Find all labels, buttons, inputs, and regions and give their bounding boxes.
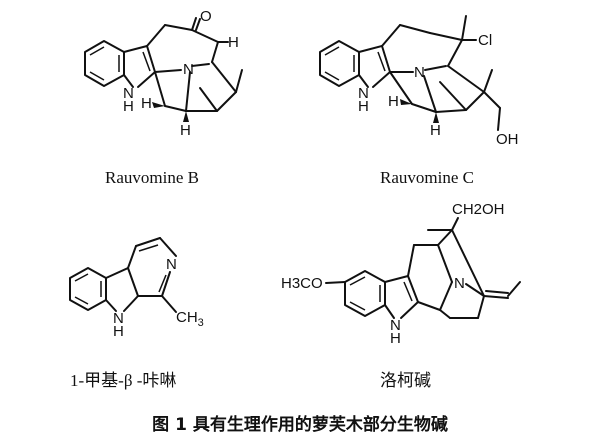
figure-caption: 图 1 具有生理作用的萝芙木部分生物碱 [152,415,448,435]
rauvomine-c-indole-n: N [358,85,369,102]
lochnericine-indole-h: H [390,330,401,347]
lochnericine-methoxy: H3CO [281,275,323,292]
rauvomine-b-h-top: H [228,34,239,51]
carboline-methyl-subscript: 3 [198,317,204,329]
rauvomine-b-indole-h: H [123,98,134,115]
molecule-lochnericine: H3CO CH2OH N N H [281,201,521,347]
rauvomine-b-bridge-n: N [183,61,194,78]
rauvomine-c-h-left: H [388,93,399,110]
molecule-rauvomine-c: Cl N H N H H OH [319,15,519,148]
rauvomine-b-oxygen: O [200,8,212,25]
lochnericine-hydroxymethyl: CH2OH [452,201,505,218]
rauvomine-b-h-bottom: H [180,122,191,139]
lochnericine-bridge-n: N [454,275,465,292]
label-rauvomine-c: Rauvomine C [380,168,474,187]
rauvomine-c-indole-h: H [358,98,369,115]
rauvomine-c-h-bottom: H [430,122,441,139]
rauvomine-c-hydroxyl: OH [496,131,519,148]
molecule-methyl-carboline: N N H CH3 [69,237,204,340]
carboline-indole-h: H [113,323,124,340]
carboline-pyridine-n: N [166,256,177,273]
svg-text:CH3: CH3 [176,309,204,329]
rauvomine-c-bridge-n: N [414,64,425,81]
rauvomine-b-indole-n: N [123,85,134,102]
carboline-methyl: CH [176,309,198,326]
label-methyl-carboline: 1-甲基-β -咔啉 [70,371,177,390]
rauvomine-c-chlorine: Cl [478,32,492,49]
label-rauvomine-b: Rauvomine B [105,168,199,187]
carboline-indole-n: N [113,310,124,327]
molecule-rauvomine-b: O H N H N H H [84,8,243,139]
rauvomine-b-h-left: H [141,95,152,112]
lochnericine-indole-n: N [390,317,401,334]
label-lochnericine: 洛柯碱 [380,371,431,390]
